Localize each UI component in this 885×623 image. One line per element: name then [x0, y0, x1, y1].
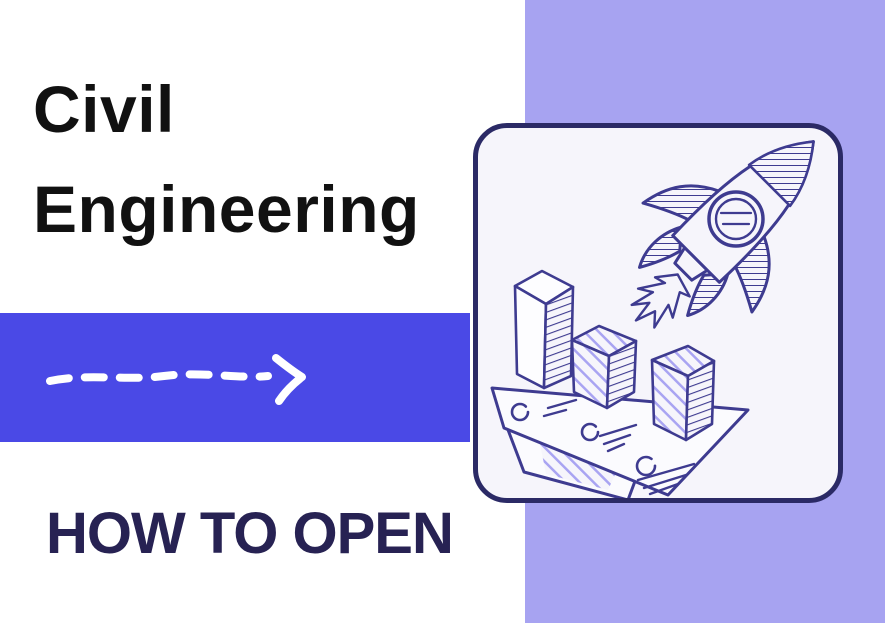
rocket-window — [707, 190, 765, 248]
bar-box-middle — [570, 324, 638, 410]
rocket-booster-right — [686, 272, 730, 318]
rocket-booster-left — [637, 225, 683, 269]
speed-lines-3 — [636, 462, 696, 496]
speed-lines-2 — [598, 423, 638, 453]
rocket-bar-chart-illustration — [490, 140, 815, 498]
rocket-fin-left — [641, 184, 721, 223]
accent-band — [0, 313, 470, 442]
title-line-1: Civil — [33, 72, 175, 146]
speed-lines-1 — [542, 398, 578, 418]
rocket-doodle — [630, 140, 815, 329]
page-title: Civil Engineering — [33, 59, 473, 259]
rocket-fin-right — [732, 234, 771, 314]
paper-marks-doodle — [510, 398, 696, 496]
illustration-card — [473, 123, 843, 503]
subtitle-caption: HOW TO OPEN — [46, 501, 454, 566]
bar-box-right — [650, 344, 716, 442]
exhaust-flame-icon — [630, 273, 691, 329]
dashed-arrow-icon — [46, 354, 306, 405]
paper-hatch-patch — [540, 444, 620, 490]
bar-chart-doodle — [513, 269, 716, 442]
rocket-nose-cone — [747, 140, 815, 208]
bar-box-tall — [513, 269, 575, 390]
title-line-2: Engineering — [33, 172, 420, 246]
